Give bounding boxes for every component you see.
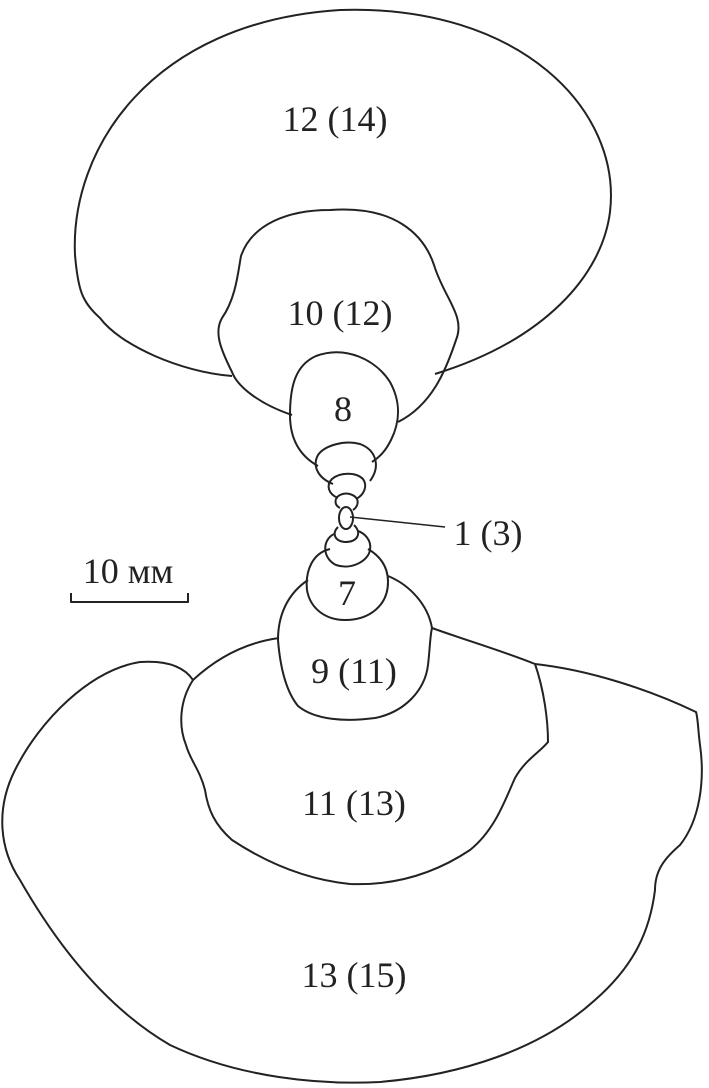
outline-12	[73, 8, 612, 377]
label-13: 13 (15)	[301, 955, 407, 995]
scale-bar	[70, 593, 189, 603]
label-12: 12 (14)	[282, 99, 388, 139]
label-8: 8	[334, 389, 352, 429]
outline-6	[314, 441, 377, 485]
outline-13	[1, 660, 703, 1084]
label-10: 10 (12)	[287, 293, 393, 333]
outline-5	[324, 530, 372, 568]
outline-8	[289, 351, 399, 467]
label-9: 9 (11)	[311, 651, 397, 691]
outline-1	[338, 506, 354, 530]
label-1: 1 (3)	[453, 513, 523, 553]
outline-3	[333, 524, 360, 543]
outline-7	[305, 548, 389, 621]
outline-4	[327, 472, 367, 500]
label-11: 11 (13)	[302, 783, 406, 823]
outline-2	[334, 492, 359, 511]
outline-11	[180, 627, 549, 886]
label-7: 7	[338, 573, 356, 613]
outline-10	[217, 208, 460, 423]
scale-bar-label: 10 мм	[82, 551, 174, 591]
pointer-line	[349, 516, 446, 528]
